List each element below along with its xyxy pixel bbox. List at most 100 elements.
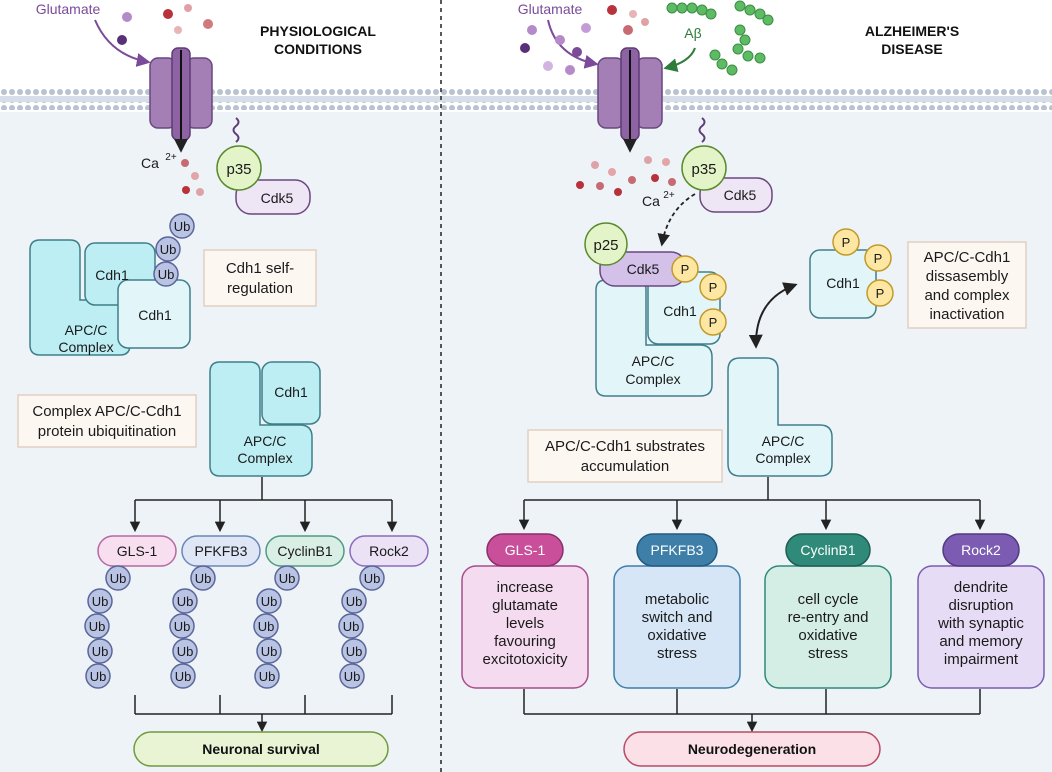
right-gls1-effect-5: excitotoxicity <box>482 651 568 668</box>
right-pfkfb3-effect-1: metabolic <box>645 591 710 608</box>
left-calcium-label: Ca <box>141 155 159 171</box>
left-ubiquitination-line-1: Complex APC/C-Cdh1 <box>32 403 181 420</box>
right-cyclinb1-effect-4: stress <box>808 645 848 662</box>
right-rock2-pill <box>942 533 1020 567</box>
right-cdh1-bound-label: Cdh1 <box>663 303 697 319</box>
left-ub-top-2: Ub <box>160 242 177 257</box>
right-disassembly-line-3: and complex <box>924 287 1010 304</box>
right-disassembly-line-1: APC/C-Cdh1 <box>924 249 1011 266</box>
left-cdh1-b-label: Cdh1 <box>138 307 172 323</box>
left-ub-rock2-4: Ub <box>346 644 363 659</box>
right-disassembly-line-4: inactivation <box>929 306 1004 323</box>
left-heading-line-1: PHYSIOLOGICAL <box>260 23 376 39</box>
right-gls1-effect-3: levels <box>506 615 544 632</box>
right-cdk5-bound-label: Cdk5 <box>627 261 660 277</box>
right-gls1-effect-2: glutamate <box>492 597 558 614</box>
right-rock2-effect-2: disruption <box>948 597 1013 614</box>
right-accumulation-box <box>527 429 723 483</box>
left-pfkfb3-label: PFKFB3 <box>195 543 248 559</box>
left-apcc-middle-label-1: APC/C <box>244 433 287 449</box>
right-cdk5-label: Cdk5 <box>724 187 757 203</box>
left-ub-chain-rock2: Ub Ub Ub Ub Ub <box>338 565 385 689</box>
right-rock2-label: Rock2 <box>961 542 1001 558</box>
right-p25-shape <box>584 222 628 266</box>
right-cyclinb1-effect-2: re-entry and <box>788 609 869 626</box>
right-pfkfb3-label: PFKFB3 <box>651 542 704 558</box>
left-ub-pfkfb3-4: Ub <box>177 644 194 659</box>
left-p35-label: p35 <box>226 161 251 178</box>
right-p35-anchor <box>698 117 706 143</box>
left-ub-top-3: Ub <box>158 267 175 282</box>
left-heading-line-2: CONDITIONS <box>274 41 362 57</box>
left-ub-cyclinb1-4: Ub <box>261 644 278 659</box>
left-apcc-top-label-2: Complex <box>58 339 113 355</box>
left-gls1-label: GLS-1 <box>117 543 158 559</box>
left-panel: PHYSIOLOGICAL CONDITIONS Glutamate Ca 2+ <box>17 1 429 767</box>
left-ub-cyclinb1-1: Ub <box>279 571 296 586</box>
left-calcium-ions <box>181 159 204 196</box>
right-p25-label: p25 <box>593 237 618 254</box>
left-ub-gls1-3: Ub <box>89 619 106 634</box>
left-ub-gls1-1: Ub <box>110 571 127 586</box>
left-ub-chain-pfkfb3: Ub Ub Ub Ub Ub <box>169 565 216 689</box>
left-pfkfb3-pill <box>181 535 261 567</box>
right-phospho-bound-3: P <box>709 315 718 330</box>
left-cyclinb1-pill <box>265 535 345 567</box>
left-ub-pfkfb3-1: Ub <box>195 571 212 586</box>
left-glutamate-molecules <box>117 4 213 45</box>
left-apcc-middle-shape <box>209 361 313 477</box>
left-merge-lines <box>134 695 393 733</box>
left-ub-chain-gls1: Ub Ub Ub Ub Ub <box>84 565 131 689</box>
left-calcium-charge: 2+ <box>165 152 177 163</box>
left-ub-gls1-5: Ub <box>90 669 107 684</box>
cell-membrane <box>0 88 1052 110</box>
right-cyclinb1-effect-3: oxidative <box>798 627 857 644</box>
left-outcome-pill <box>133 731 389 767</box>
right-heading-line-2: DISEASE <box>881 41 942 57</box>
right-phospho-free: P P P <box>832 228 894 307</box>
left-rock2-pill <box>349 535 429 567</box>
left-ub-cyclinb1-3: Ub <box>258 619 275 634</box>
left-cdk5-label: Cdk5 <box>261 190 294 206</box>
left-ub-chain-cyclinb1: Ub Ub Ub Ub Ub <box>253 565 300 689</box>
right-cyclinb1-label: CyclinB1 <box>800 542 855 558</box>
left-rock2-label: Rock2 <box>369 543 409 559</box>
right-rock2-effect-3: with synaptic <box>937 615 1024 632</box>
right-outcome-pill <box>623 731 881 767</box>
right-abeta-arrow <box>663 47 696 73</box>
left-glutamate-label: Glutamate <box>36 1 101 17</box>
left-ubiquitination-box <box>17 394 197 448</box>
right-pfkfb3-effect-4: stress <box>657 645 697 662</box>
right-cdh1-free-label: Cdh1 <box>826 275 860 291</box>
right-apcc-bound-label-2: Complex <box>625 371 680 387</box>
right-accumulation-line-2: accumulation <box>581 458 669 475</box>
left-ub-pfkfb3-2: Ub <box>177 594 194 609</box>
right-gls1-pill <box>486 533 564 567</box>
right-glutamate-molecules <box>520 5 649 75</box>
right-calcium-charge: 2+ <box>663 190 675 201</box>
right-rock2-effect-5: impairment <box>944 651 1019 668</box>
left-p35-shape <box>216 145 262 191</box>
right-calcium-ions <box>576 156 676 196</box>
right-phospho-free-2: P <box>874 251 883 266</box>
right-apcc-bound-label-1: APC/C <box>632 353 675 369</box>
right-accumulation-line-1: APC/C-Cdh1 substrates <box>545 438 705 455</box>
left-ubiquitination-line-2: protein ubiquitination <box>38 423 176 440</box>
right-cleavage-arrow <box>657 193 696 247</box>
right-gls1-label: GLS-1 <box>505 542 546 558</box>
right-merge-lines <box>523 689 981 733</box>
left-ub-rock2-2: Ub <box>346 594 363 609</box>
right-abeta-label: Aβ <box>684 25 701 41</box>
right-phospho-free-1: P <box>842 235 851 250</box>
left-glutamate-arrow <box>94 19 151 67</box>
left-ub-rock2-3: Ub <box>343 619 360 634</box>
left-ub-pfkfb3-5: Ub <box>175 669 192 684</box>
right-dissociation-arrow <box>748 282 798 349</box>
right-cdk5-shape <box>699 177 773 213</box>
right-calcium-label: Ca <box>642 193 660 209</box>
left-cdk5-shape <box>235 179 311 215</box>
left-cdh1-b-shape <box>117 279 191 349</box>
right-phospho-free-3: P <box>876 286 885 301</box>
left-p35-anchor <box>232 117 240 143</box>
right-phospho-bound-2: P <box>709 280 718 295</box>
